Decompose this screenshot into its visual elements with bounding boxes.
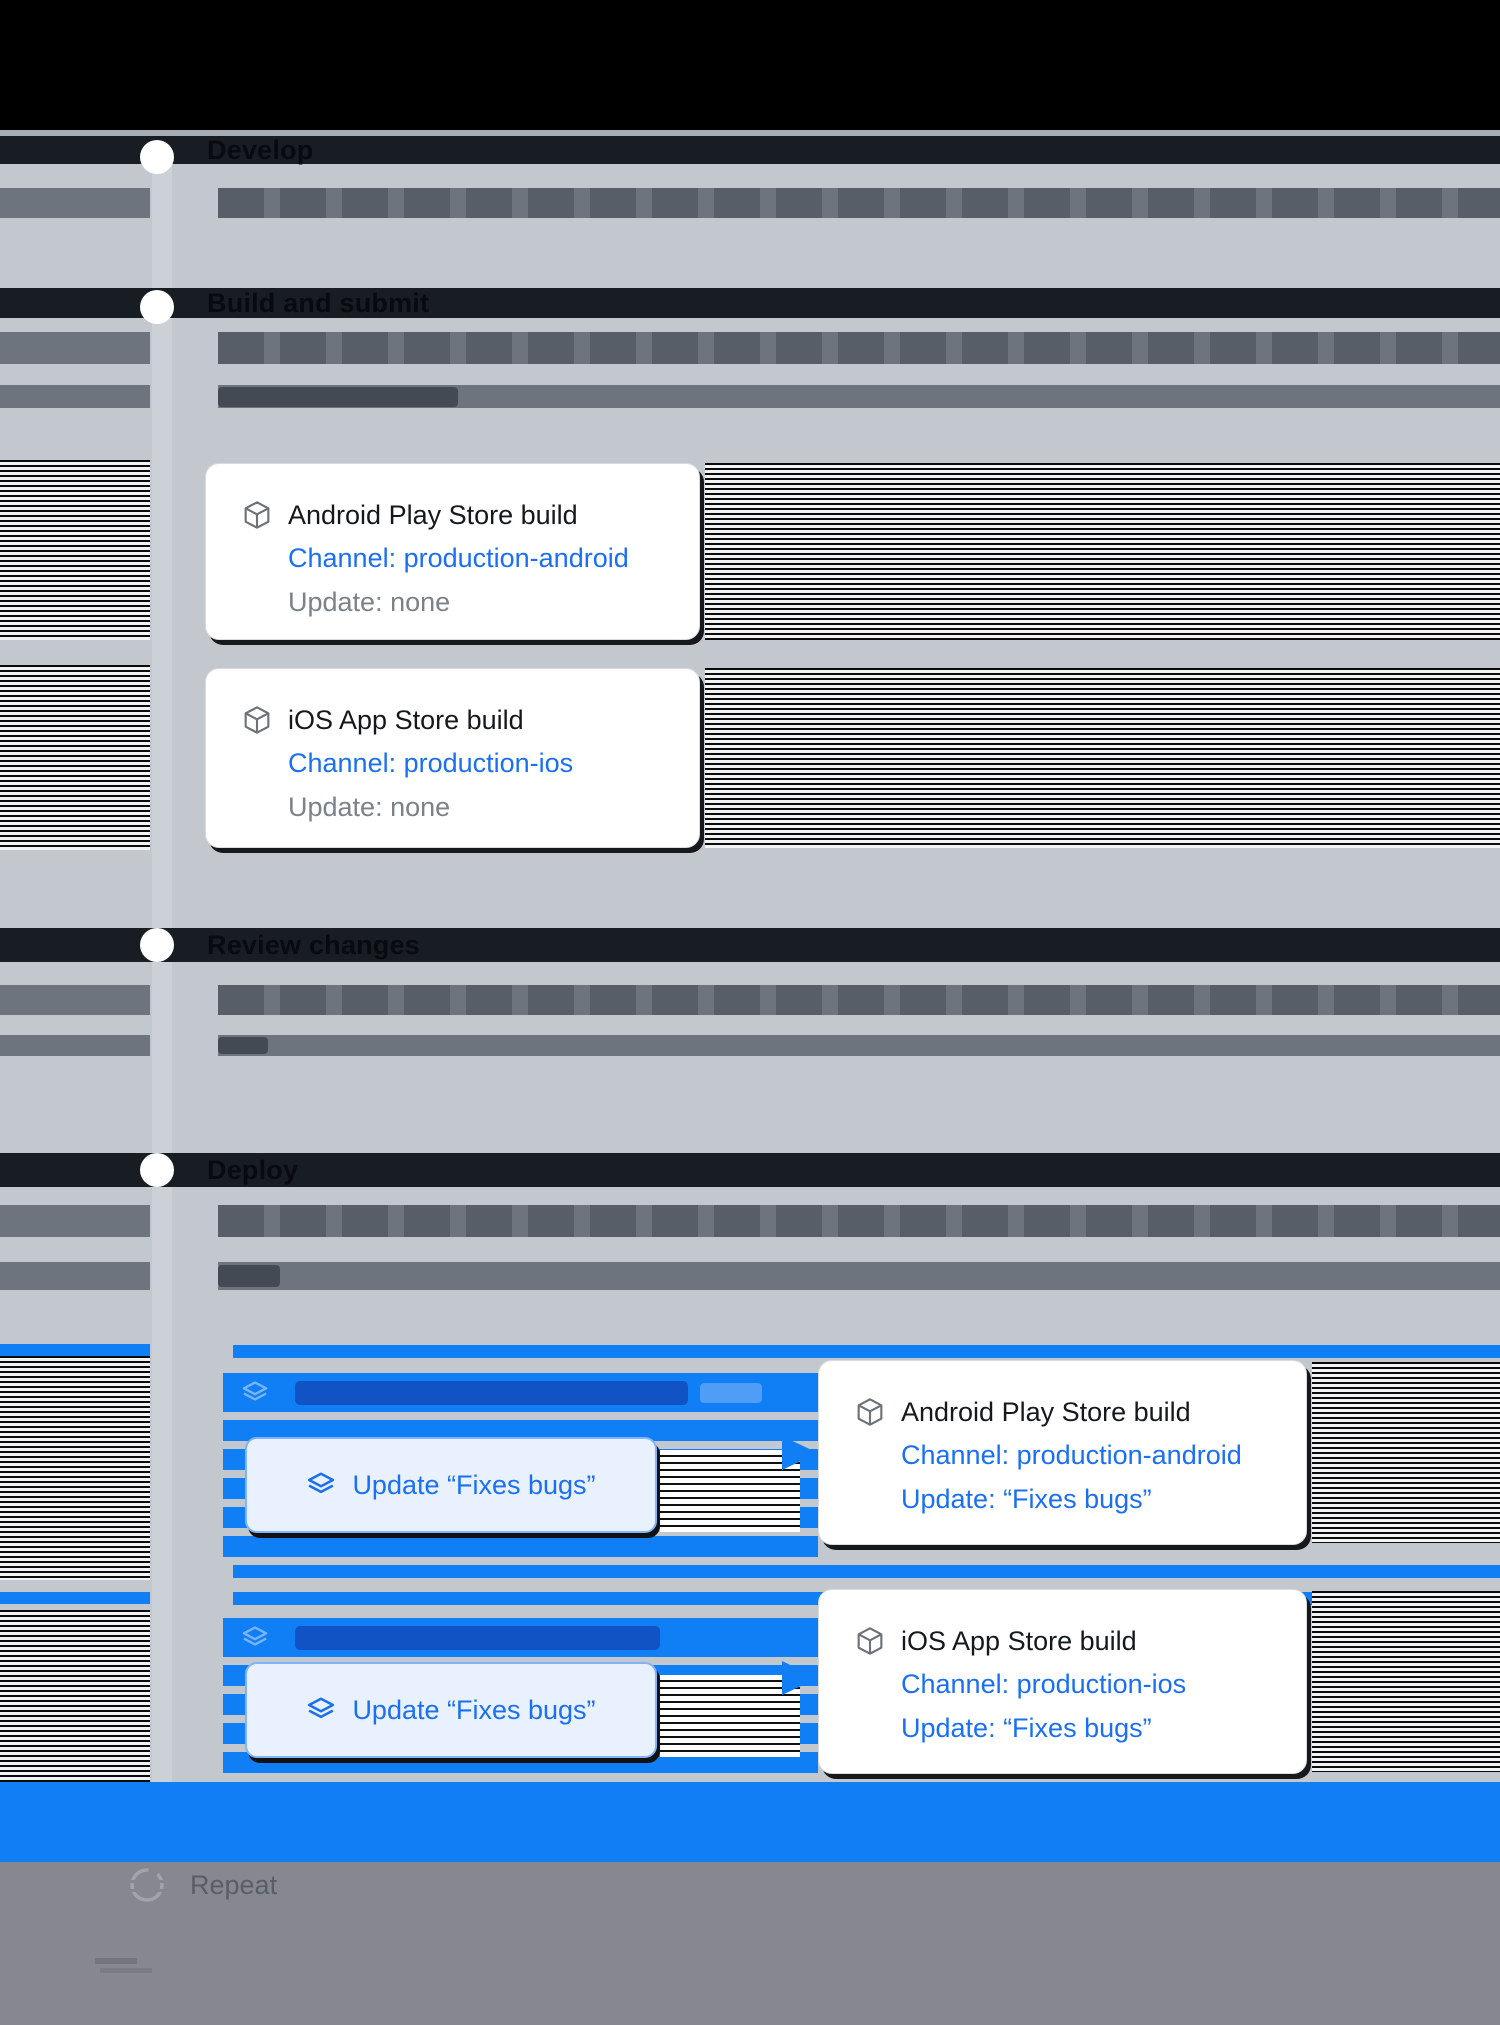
bottom-blue-band: [0, 1782, 1500, 1862]
step-heading-band-build: Build and submit: [0, 288, 1500, 318]
redacted-top-band: [0, 0, 1500, 130]
redacted-paragraph: [218, 332, 1500, 364]
footer-area: Repeat: [0, 1862, 1500, 2025]
redacted-blue-text: [700, 1383, 762, 1403]
divider-line: [0, 130, 1500, 136]
blue-bar: [0, 1344, 150, 1356]
stripe-block: [705, 668, 1500, 848]
stripe-block: [0, 460, 150, 640]
layers-icon: [241, 1379, 269, 1407]
repeat-icon: [128, 1866, 166, 1904]
redacted-blue-text: [295, 1381, 688, 1405]
stripe-block: [0, 1610, 150, 1782]
build-card-ios-none: iOS App Store build Channel: production-…: [205, 668, 700, 848]
arrow-right-icon: [780, 1661, 818, 1695]
redacted-paragraph: [0, 188, 150, 218]
cube-icon: [854, 1625, 886, 1657]
layers-icon: [306, 1695, 336, 1725]
update-chip[interactable]: Update “Fixes bugs”: [245, 1662, 657, 1758]
redacted-paragraph: [0, 1035, 150, 1056]
word-fragment: [218, 1037, 268, 1054]
card-title: iOS App Store build: [288, 704, 524, 735]
card-title: Android Play Store build: [288, 499, 578, 530]
footer-smudge: [100, 1968, 152, 1973]
footer-smudge: [95, 1958, 137, 1964]
stripe-block: [660, 1450, 800, 1532]
redacted-paragraph: [218, 1035, 1500, 1056]
step-heading-band-review: Review changes: [0, 928, 1500, 962]
step-bullet-develop: [140, 140, 174, 174]
card-update: Update: none: [288, 586, 451, 617]
stripe-block: [660, 1675, 800, 1757]
card-title: Android Play Store build: [901, 1396, 1191, 1427]
update-chip[interactable]: Update “Fixes bugs”: [245, 1437, 657, 1533]
card-channel: Channel: production-android: [288, 542, 629, 573]
redacted-paragraph: [218, 188, 1500, 218]
stripe-block: [705, 463, 1500, 640]
step-heading-build: Build and submit: [207, 287, 430, 318]
stripe-block: [1312, 1591, 1500, 1772]
build-card-ios-update: iOS App Store build Channel: production-…: [818, 1589, 1307, 1774]
cube-icon: [854, 1396, 886, 1428]
step-heading-band-deploy: Deploy: [0, 1153, 1500, 1187]
step-bullet-review: [140, 928, 174, 962]
blue-bar: [233, 1565, 1500, 1578]
card-title: iOS App Store build: [901, 1625, 1137, 1656]
card-update: Update: “Fixes bugs”: [901, 1712, 1152, 1743]
card-channel: Channel: production-ios: [288, 747, 574, 778]
stripe-block: [1312, 1362, 1500, 1543]
redacted-paragraph: [0, 1262, 150, 1290]
cube-icon: [241, 704, 273, 736]
redacted-paragraph: [0, 332, 150, 364]
step-heading-repeat: Repeat: [190, 1870, 278, 1900]
card-update: Update: none: [288, 791, 451, 822]
step-heading-review: Review changes: [207, 929, 420, 960]
blue-bar: [0, 1592, 150, 1604]
stripe-block: [0, 1356, 150, 1580]
redacted-blue-text: [295, 1626, 660, 1650]
step-heading-develop: Develop: [207, 134, 314, 165]
stripe-block: [0, 665, 150, 850]
word-fragment: [218, 1265, 280, 1287]
blue-bar: [233, 1345, 1500, 1358]
update-chip-label: Update “Fixes bugs”: [352, 1469, 596, 1500]
card-channel: Channel: production-android: [901, 1439, 1242, 1470]
redacted-paragraph: [0, 385, 150, 408]
update-chip-label: Update “Fixes bugs”: [352, 1694, 596, 1725]
blue-bar: [223, 1420, 818, 1441]
step-heading-band-develop: Develop: [0, 134, 1500, 165]
cube-icon: [241, 499, 273, 531]
redacted-paragraph: [218, 1205, 1500, 1237]
redacted-paragraph: [218, 985, 1500, 1015]
blue-bar: [223, 1536, 818, 1557]
step-bullet-build: [140, 290, 174, 324]
arrow-right-icon: [780, 1436, 818, 1470]
build-card-android-update: Android Play Store build Channel: produc…: [818, 1360, 1307, 1545]
build-card-android-none: Android Play Store build Channel: produc…: [205, 463, 700, 640]
step-bullet-deploy: [140, 1153, 174, 1187]
redacted-paragraph: [218, 385, 1500, 408]
redacted-paragraph: [218, 1262, 1500, 1290]
step-heading-deploy: Deploy: [207, 1154, 299, 1185]
layers-icon: [241, 1624, 269, 1652]
redacted-paragraph: [0, 985, 150, 1015]
card-channel: Channel: production-ios: [901, 1668, 1187, 1699]
word-fragment: [218, 387, 458, 407]
redacted-paragraph: [0, 1205, 150, 1237]
card-update: Update: “Fixes bugs”: [901, 1483, 1152, 1514]
layers-icon: [306, 1470, 336, 1500]
